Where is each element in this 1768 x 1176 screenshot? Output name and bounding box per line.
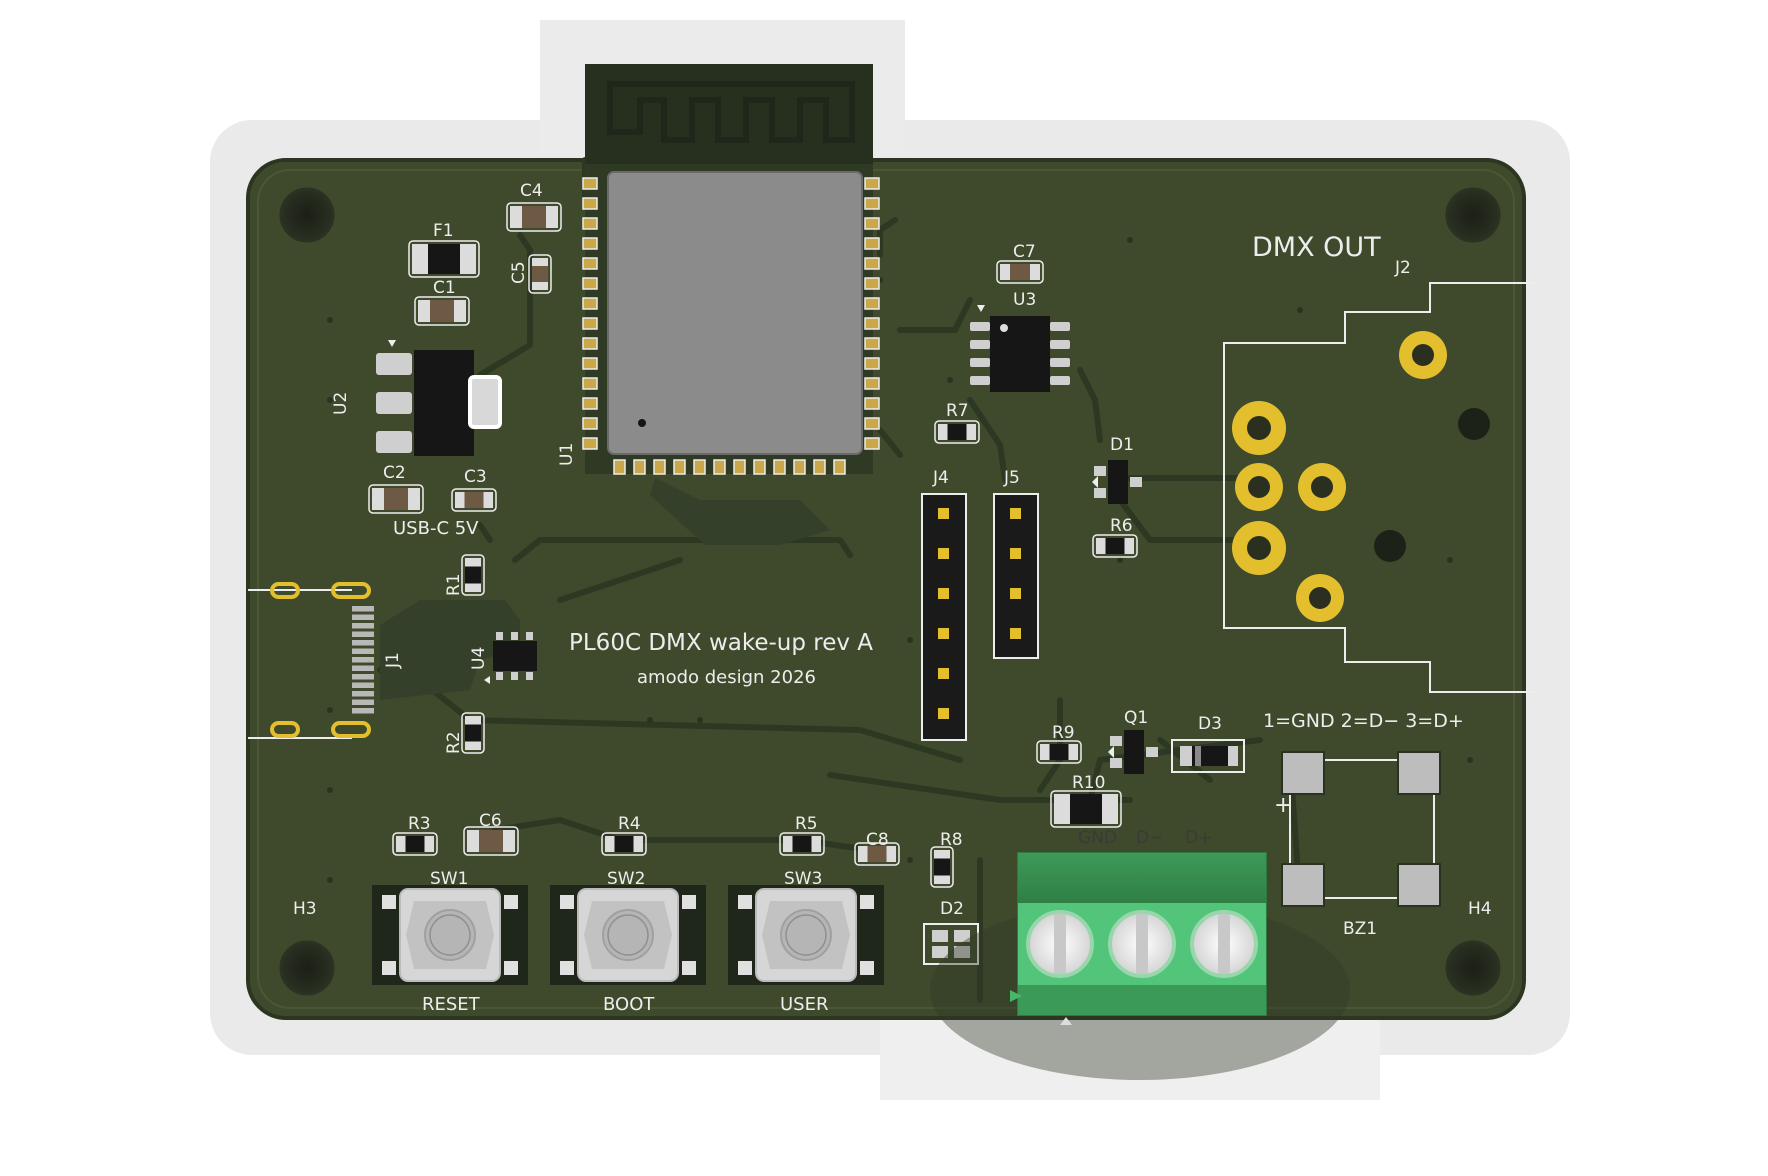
label-sw3: SW3 — [784, 869, 822, 889]
dmx-xlr-connector-j2 — [1223, 282, 1534, 693]
mounting-hole-tl — [279, 187, 335, 243]
label-q1: Q1 — [1124, 708, 1148, 728]
label-r3: R3 — [408, 814, 431, 834]
tactile-switches — [372, 885, 884, 985]
label-c5: C5 — [509, 261, 529, 284]
label-r2: R2 — [444, 731, 464, 754]
terminal-label-dminus: D− — [1136, 828, 1163, 848]
usb-c-connector-j1 — [248, 582, 374, 739]
label-r4: R4 — [618, 814, 641, 834]
button-label-boot: BOOT — [603, 994, 655, 1015]
label-c1: C1 — [433, 278, 456, 298]
mounting-hole-bl — [279, 940, 335, 996]
silkscreen-text: PL60C DMX wake-up rev A amodo design 202… — [293, 181, 1492, 1015]
label-d1: D1 — [1110, 435, 1134, 455]
transistor-q1 — [1108, 730, 1158, 774]
label-c4: C4 — [520, 181, 543, 201]
label-c8: C8 — [866, 830, 889, 850]
label-h4: H4 — [1468, 899, 1492, 919]
label-u2: U2 — [331, 392, 351, 415]
label-c7: C7 — [1013, 242, 1036, 262]
label-d3: D3 — [1198, 714, 1222, 734]
board-subtitle: amodo design 2026 — [637, 667, 816, 688]
regulator-u2 — [376, 340, 502, 456]
mounting-holes — [279, 187, 1501, 996]
usb-label: USB-C 5V — [393, 518, 479, 539]
label-c3: C3 — [464, 467, 487, 487]
dmx-out-label: DMX OUT — [1252, 232, 1381, 263]
label-r1: R1 — [444, 573, 464, 596]
label-u4: U4 — [469, 647, 489, 670]
diode-d3 — [1171, 739, 1245, 773]
label-sw2: SW2 — [607, 869, 645, 889]
terminal-label-gnd: GND — [1078, 828, 1117, 848]
label-r8: R8 — [940, 830, 963, 850]
board-title: PL60C DMX wake-up rev A — [569, 630, 873, 656]
polarity-mark: + — [1274, 793, 1292, 818]
smd-components — [368, 202, 1138, 888]
label-c2: C2 — [383, 463, 406, 483]
esp32-module-u1 — [582, 64, 880, 475]
label-r6: R6 — [1110, 516, 1133, 536]
label-j2: J2 — [1394, 258, 1411, 278]
label-j5: J5 — [1003, 468, 1020, 488]
pcb-board — [246, 158, 1526, 1020]
buzzer-bz1 — [1281, 751, 1441, 907]
label-r5: R5 — [795, 814, 818, 834]
diode-d1 — [1092, 460, 1142, 504]
button-label-reset: RESET — [422, 994, 481, 1015]
screw-terminal — [930, 852, 1350, 1080]
label-bz1: BZ1 — [1343, 919, 1377, 939]
label-c6: C6 — [479, 811, 502, 831]
vias — [327, 237, 1473, 883]
label-f1: F1 — [433, 221, 454, 241]
label-sw1: SW1 — [430, 869, 468, 889]
label-d2: D2 — [940, 899, 964, 919]
label-u1: U1 — [557, 443, 577, 466]
button-label-user: USER — [780, 994, 828, 1015]
label-u3: U3 — [1013, 290, 1036, 310]
terminal-label-dplus: D+ — [1185, 828, 1212, 848]
mounting-hole-tr — [1445, 187, 1501, 243]
esd-u4 — [484, 632, 537, 684]
label-r10: R10 — [1072, 773, 1105, 793]
driver-u3 — [970, 305, 1070, 392]
pinout-note: 1=GND 2=D− 3=D+ — [1263, 710, 1464, 732]
label-j4: J4 — [932, 468, 949, 488]
label-r7: R7 — [946, 401, 969, 421]
pin-headers — [921, 493, 1039, 741]
copper-pour — [380, 478, 830, 700]
label-h3: H3 — [293, 899, 317, 919]
label-r9: R9 — [1052, 723, 1075, 743]
led-d2 — [923, 923, 979, 965]
label-j1: J1 — [383, 652, 403, 669]
mounting-hole-br — [1445, 940, 1501, 996]
